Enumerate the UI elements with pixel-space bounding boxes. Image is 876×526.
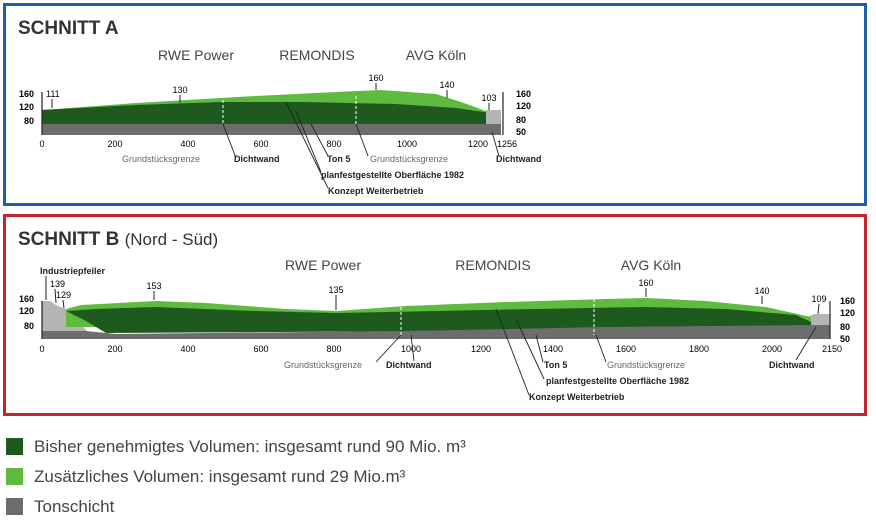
x-tick-1600: 1600 bbox=[616, 344, 636, 354]
left-scale-160: 160 bbox=[19, 294, 34, 304]
callout-grundstueck-left: Grundstücksgrenze bbox=[284, 360, 362, 370]
x-tick-1256: 1256 bbox=[497, 139, 517, 149]
x-tick-600: 600 bbox=[253, 344, 268, 354]
callout-dichtwand-right: Dichtwand bbox=[769, 360, 815, 370]
callout-grundstueck-right: Grundstücksgrenze bbox=[370, 154, 448, 164]
section-b-title: SCHNITT B (Nord - Süd) bbox=[18, 229, 219, 250]
peak-label: 111 bbox=[46, 89, 60, 99]
x-tick-1200: 1200 bbox=[471, 344, 491, 354]
zone-label-rwe: RWE Power bbox=[158, 47, 234, 63]
peak-label: 153 bbox=[146, 281, 161, 291]
callout-grundstueck-left: Grundstücksgrenze bbox=[122, 154, 200, 164]
legend-swatch-dark-green bbox=[6, 438, 23, 455]
callout-dichtwand-left: Dichtwand bbox=[234, 154, 280, 164]
legend-swatch-light-green bbox=[6, 468, 23, 485]
zone-label-remondis: REMONDIS bbox=[455, 257, 530, 273]
right-scale-160: 160 bbox=[840, 296, 855, 306]
callout-dichtwand-left: Dichtwand bbox=[386, 360, 432, 370]
legend-swatch-clay bbox=[6, 498, 23, 515]
zone-label-remondis: REMONDIS bbox=[279, 47, 354, 63]
x-tick-2000: 2000 bbox=[762, 344, 782, 354]
zone-label-avg: AVG Köln bbox=[406, 47, 466, 63]
legend-text: Bisher genehmigtes Volumen: insgesamt ru… bbox=[34, 437, 466, 456]
section-b-diagram: RWE Power REMONDIS AVG Köln 160 120 80 1… bbox=[19, 257, 855, 402]
right-scale-80: 80 bbox=[840, 322, 850, 332]
x-tick-400: 400 bbox=[180, 139, 195, 149]
section-a-panel: SCHNITT A RWE Power REMONDIS AVG Köln 16… bbox=[3, 3, 867, 206]
clay-layer bbox=[42, 124, 501, 135]
x-tick-400: 400 bbox=[180, 344, 195, 354]
x-tick-1000: 1000 bbox=[397, 139, 417, 149]
x-tick-2150: 2150 bbox=[822, 344, 842, 354]
peak-label: 160 bbox=[638, 278, 653, 288]
section-b-subtitle: (Nord - Süd) bbox=[124, 230, 219, 249]
callout-grundstueck-right: Grundstücksgrenze bbox=[607, 360, 685, 370]
left-scale-120: 120 bbox=[19, 306, 34, 316]
x-tick-600: 600 bbox=[253, 139, 268, 149]
peak-label: 160 bbox=[368, 73, 383, 83]
left-scale-80: 80 bbox=[24, 321, 34, 331]
right-scale-120: 120 bbox=[516, 101, 531, 111]
right-scale-50: 50 bbox=[516, 127, 526, 137]
x-tick-1200: 1200 bbox=[468, 139, 488, 149]
left-scale-120: 120 bbox=[19, 102, 34, 112]
industriepfeiler-label: Industriepfeiler bbox=[40, 266, 106, 276]
legend-text: Zusätzliches Volumen: insgesamt rund 29 … bbox=[34, 467, 406, 486]
x-tick-1400: 1400 bbox=[543, 344, 563, 354]
x-tick-200: 200 bbox=[107, 139, 122, 149]
peak-label: 109 bbox=[811, 294, 826, 304]
peak-label: 140 bbox=[754, 286, 769, 296]
x-tick-800: 800 bbox=[326, 344, 341, 354]
x-tick-800: 800 bbox=[326, 139, 341, 149]
right-scale-120: 120 bbox=[840, 308, 855, 318]
x-tick-1000: 1000 bbox=[401, 344, 421, 354]
peak-label: 139 bbox=[50, 279, 65, 289]
zone-label-avg: AVG Köln bbox=[621, 257, 681, 273]
zone-label-rwe: RWE Power bbox=[285, 257, 361, 273]
callout-konzept: Konzept Weiterbetrieb bbox=[328, 186, 424, 196]
x-tick-0: 0 bbox=[39, 139, 44, 149]
callout-planfestgestellt: planfestgestellte Oberfläche 1982 bbox=[546, 376, 689, 386]
peak-label: 103 bbox=[481, 93, 496, 103]
legend-text: Tonschicht bbox=[34, 497, 115, 516]
right-scale-80: 80 bbox=[516, 115, 526, 125]
peak-label: 130 bbox=[172, 85, 187, 95]
callout-dichtwand-right: Dichtwand bbox=[496, 154, 542, 164]
x-tick-1800: 1800 bbox=[689, 344, 709, 354]
right-scale-50: 50 bbox=[840, 334, 850, 344]
peak-label: 129 bbox=[56, 290, 71, 300]
callout-ton: Ton 5 bbox=[327, 154, 350, 164]
section-a-title: SCHNITT A bbox=[18, 18, 119, 39]
dark-green-volume bbox=[66, 307, 811, 333]
section-a-diagram: RWE Power REMONDIS AVG Köln 160 120 80 1… bbox=[19, 47, 542, 196]
clay-layer bbox=[42, 325, 830, 339]
x-tick-200: 200 bbox=[107, 344, 122, 354]
dark-green-volume bbox=[42, 102, 491, 124]
right-scale-160: 160 bbox=[516, 89, 531, 99]
callout-konzept: Konzept Weiterbetrieb bbox=[529, 392, 625, 402]
peak-label: 140 bbox=[439, 80, 454, 90]
x-tick-0: 0 bbox=[39, 344, 44, 354]
callout-ton: Ton 5 bbox=[544, 360, 567, 370]
peak-label: 135 bbox=[328, 285, 343, 295]
section-b-panel: SCHNITT B (Nord - Süd) RWE Power REMONDI… bbox=[3, 214, 867, 416]
left-scale-80: 80 bbox=[24, 116, 34, 126]
left-scale-160: 160 bbox=[19, 89, 34, 99]
callout-planfestgestellt: planfestgestellte Oberfläche 1982 bbox=[321, 170, 464, 180]
